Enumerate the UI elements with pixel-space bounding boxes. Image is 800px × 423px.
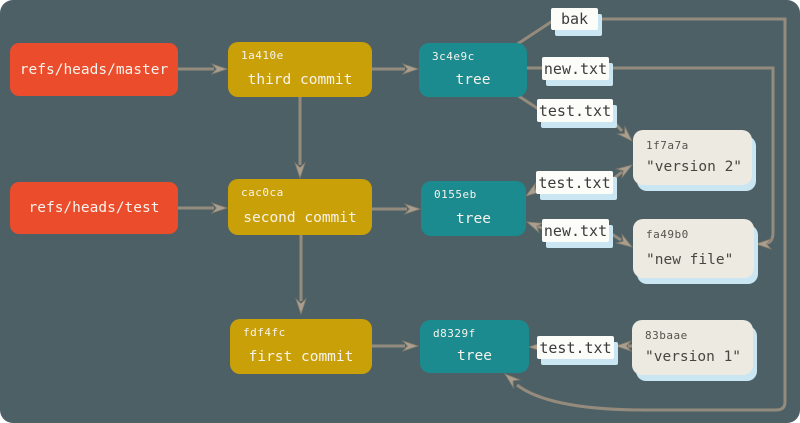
- edge-testtxt1-to-blob1: [609, 117, 624, 133]
- edge-tree1-to-testtxt: [516, 93, 541, 112]
- arrowhead: [295, 297, 307, 316]
- file-label-testtxt-row2-text: test.txt: [538, 173, 611, 192]
- commit-first-label: first commit: [248, 349, 354, 365]
- file-label-newtxt-row1: new.txt: [542, 57, 609, 80]
- commit-third-box: 1a410e third commit: [228, 42, 372, 97]
- commit-second-box: cac0ca second commit: [228, 179, 372, 235]
- edge-newtxt2-to-blob2: [609, 231, 622, 242]
- arrowhead: [615, 164, 634, 179]
- arrowhead: [403, 203, 422, 215]
- blob-newfile-box: fa49b0 "new file": [633, 219, 754, 278]
- arrowhead: [614, 340, 633, 352]
- tree3-hash: d8329f: [433, 327, 476, 340]
- file-label-testtxt-row1: test.txt: [537, 99, 613, 122]
- blob-version2-box: 1f7a7a "version 2": [633, 130, 752, 185]
- arrowhead: [401, 63, 420, 75]
- commit-first-box: fdf4fc first commit: [230, 319, 372, 374]
- commit-second-label: second commit: [243, 210, 357, 226]
- arrowhead: [210, 202, 229, 214]
- edge-tree1-to-bak: [515, 18, 555, 47]
- tree1-box: 3c4e9c tree: [419, 43, 527, 97]
- ref-master-box: refs/heads/master: [10, 43, 178, 96]
- arrowhead: [754, 238, 773, 250]
- tree2-hash: 0155eb: [434, 188, 477, 201]
- file-label-newtxt-row2: new.txt: [542, 219, 609, 242]
- arrowhead: [616, 125, 633, 142]
- file-label-bak: bak: [551, 8, 598, 30]
- tree3-label: tree: [457, 348, 492, 364]
- file-label-bak-text: bak: [560, 10, 589, 28]
- commit-third-hash: 1a410e: [241, 49, 284, 62]
- tree1-label: tree: [455, 72, 491, 88]
- blob-version1-label: "version 1": [645, 349, 742, 365]
- edge-bak-loop-to-tree3: [516, 17, 787, 412]
- arrowhead: [504, 373, 522, 389]
- tree3-box: d8329f tree: [420, 320, 529, 373]
- blob-version2-label: "version 2": [646, 159, 743, 175]
- ref-test-box: refs/heads/test: [10, 182, 178, 234]
- file-label-testtxt-row3: test.txt: [537, 336, 614, 359]
- file-label-testtxt-row1-text: test.txt: [538, 101, 612, 120]
- file-label-newtxt-row1-text: new.txt: [543, 59, 608, 78]
- blob-newfile-label: "new file": [646, 252, 734, 268]
- commit-first-hash: fdf4fc: [243, 326, 286, 339]
- file-label-testtxt-row3-text: test.txt: [539, 338, 612, 357]
- arrowhead: [615, 233, 634, 248]
- blob-version2-hash: 1f7a7a: [646, 139, 689, 152]
- blob-version1-box: 83baae "version 1": [632, 320, 753, 375]
- blob-newfile-hash: fa49b0: [646, 228, 689, 241]
- file-label-newtxt-row2-text: new.txt: [543, 221, 608, 240]
- arrowhead: [294, 161, 306, 180]
- tree2-box: 0155eb tree: [421, 181, 526, 236]
- ref-master-label: refs/heads/master: [19, 61, 169, 78]
- arrowhead: [210, 63, 229, 75]
- ref-test-label: refs/heads/test: [28, 200, 160, 216]
- commit-third-label: third commit: [247, 72, 353, 88]
- file-label-testtxt-row2: test.txt: [536, 171, 613, 194]
- edge-testtxt2-to-blob1: [612, 170, 623, 181]
- commit-second-hash: cac0ca: [241, 186, 284, 199]
- blob-version1-hash: 83baae: [645, 329, 688, 342]
- tree2-label: tree: [456, 211, 491, 227]
- arrowhead: [401, 340, 420, 352]
- arrowhead: [525, 221, 545, 234]
- tree1-hash: 3c4e9c: [432, 50, 475, 63]
